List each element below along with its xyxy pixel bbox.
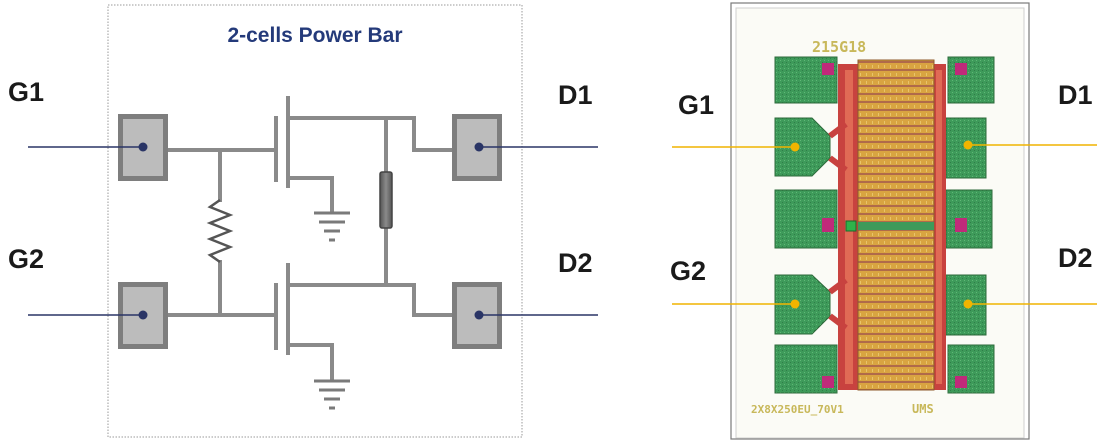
schematic-diagram: 2-cells Power Bar: [8, 4, 598, 438]
transmission-line-symbol: [379, 171, 393, 229]
photo-label-d2: D2: [1058, 243, 1093, 273]
label-g2: G2: [8, 244, 44, 274]
photo-dot-g2: [790, 299, 800, 309]
photo-dot-d2: [963, 299, 973, 309]
chip-part-text: 2X8X250EU_70V1: [751, 403, 844, 416]
photo-dot-d1: [963, 140, 973, 150]
port-dot-d2: [474, 310, 484, 320]
chip-right-pads: [945, 56, 995, 394]
schematic-title: 2-cells Power Bar: [227, 24, 402, 47]
schematic-wires: [166, 96, 454, 382]
chip-frame: [730, 2, 1030, 440]
ground-symbol-upper: [314, 211, 350, 242]
chip-id-text: 215G18: [812, 38, 866, 56]
port-dot-g2: [138, 310, 148, 320]
resistor-symbol: [206, 198, 234, 264]
port-dot-g1: [138, 142, 148, 152]
chip-vias: [822, 63, 967, 388]
photo-label-g2: G2: [670, 256, 706, 286]
photo-label-d1: D1: [1058, 80, 1093, 110]
chip-center-bar: [858, 222, 934, 230]
label-d2: D2: [558, 248, 593, 278]
chip-center-marker: [845, 220, 857, 232]
label-d1: D1: [558, 80, 593, 110]
photo-label-g1: G1: [678, 90, 714, 120]
chip-brand-text: UMS: [912, 402, 934, 416]
photo-dot-g1: [790, 142, 800, 152]
label-g1: G1: [8, 77, 44, 107]
port-dot-d1: [474, 142, 484, 152]
ground-symbol-lower: [314, 379, 350, 410]
chip-layout-photo: 215G18 2X8X250EU_70V1 UMS G1 G2 D1 D2: [670, 2, 1097, 440]
power-bar-frame: [107, 4, 523, 438]
